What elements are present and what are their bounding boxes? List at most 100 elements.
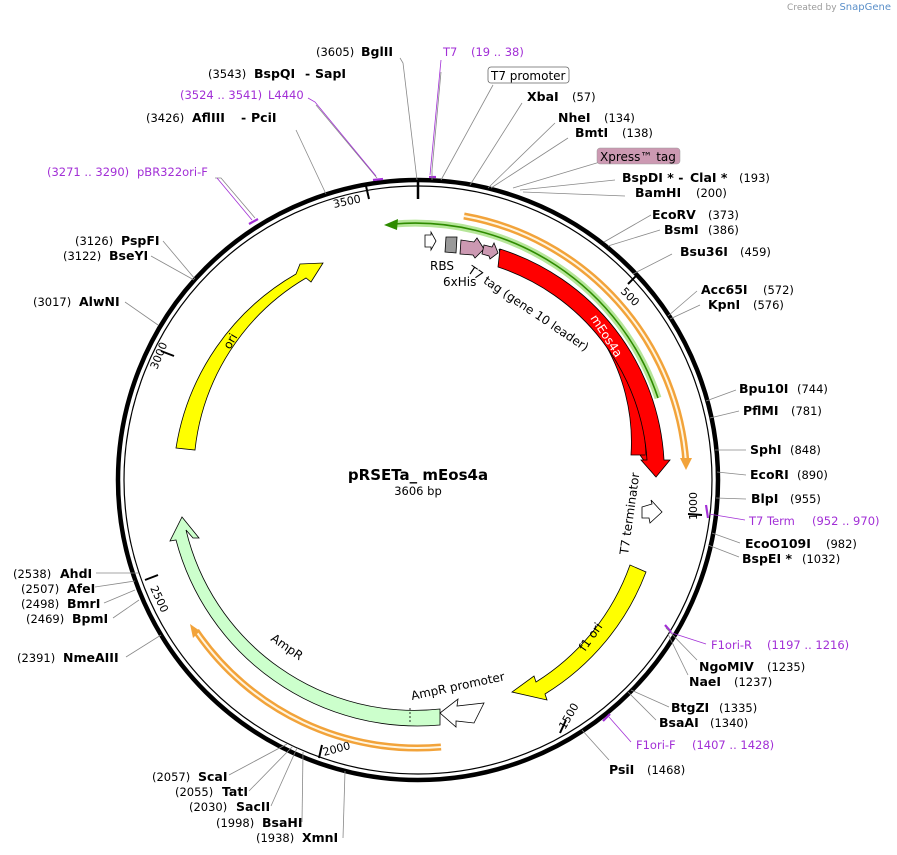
primer-t7-term[interactable]: T7 Term [748,514,795,528]
primer-leader-lines [216,59,746,743]
enzyme-bspdi[interactable]: BspDI * - [622,170,683,185]
feature-ori[interactable] [175,262,324,451]
tick-2500 [144,574,159,581]
enzyme-bmti[interactable]: BmtI [575,125,608,140]
primer-mark-f1ori-f [602,713,611,722]
primer-f1ori-r[interactable]: F1ori-R [711,638,752,652]
enzyme-naei[interactable]: NaeI [689,674,721,689]
enzyme-afei[interactable]: AfeI [67,581,95,596]
enzyme-pos-sphi: (848) [790,443,821,457]
enzyme-pcii[interactable]: PciI [251,110,277,125]
enzyme-pspfi[interactable]: PspFI [121,233,160,248]
callout-t7-promoter-box [487,66,570,84]
enzyme-nmeaiii[interactable]: NmeAIII [63,650,119,665]
primer-l4440-range: (3524 .. 3541) [180,88,262,102]
leader-lines [94,57,747,839]
enzyme-pos-xbai: (57) [572,90,596,104]
enzyme-sapi[interactable]: SapI [315,66,346,81]
enzyme-sacii[interactable]: SacII [236,799,270,814]
enzyme-pos-naei: (1237) [734,675,772,689]
enzyme-blpi[interactable]: BlpI [751,491,778,506]
enzyme-bspei[interactable]: BspEI * [742,551,792,566]
enzyme-bsaai[interactable]: BsaAI [659,715,699,730]
enzyme-clai[interactable]: ClaI * [690,170,728,185]
enzyme-pos-bseyi: (3122) [63,249,101,263]
enzyme-bamhi[interactable]: BamHI [635,185,681,200]
primer-l4440[interactable]: L4440 [268,88,304,102]
enzyme-xmni[interactable]: XmnI [302,830,338,845]
enzyme-pos-acc65i: (572) [763,283,794,297]
enzyme-pos-bsahi: (1998) [216,816,254,830]
credit-prefix: Created by [787,3,837,13]
primer-pbr322-range: (3271 .. 3290) [47,165,129,179]
label-rbs: RBS [430,259,454,273]
tick-500 [627,274,638,285]
enzyme-bsmi[interactable]: BsmI [664,222,699,237]
enzyme-pos-bmri: (2498) [21,597,59,611]
feature-t7-terminator[interactable] [641,499,663,524]
feature-meos4a-body[interactable] [497,248,671,478]
enzyme-clai-name: ClaI [690,170,717,185]
tick-label-1000: 1000 [687,492,700,520]
enzyme-pos-bmti: (138) [622,126,653,140]
feature-ampr[interactable] [169,516,441,727]
enzyme-pos-kpni: (576) [753,298,784,312]
enzyme-xbai[interactable]: XbaI [527,89,559,104]
enzyme-afliii[interactable]: AflIII [192,110,225,125]
feature-f1-ori[interactable] [511,564,647,701]
enzyme-pos-xmni: (1938) [256,831,294,845]
enzyme-pos-bpu10i: (744) [797,382,828,396]
primer-t7[interactable]: T7 [442,45,457,59]
enzyme-scai[interactable]: ScaI [198,769,228,784]
orf-arc-meos4a-arrow [680,458,692,470]
label-6xhis: 6xHis [443,275,476,289]
enzyme-kpni[interactable]: KpnI [708,297,740,312]
enzyme-pos-nhei: (134) [604,111,635,125]
feature-6xhis[interactable] [444,236,458,254]
primer-f1ori-f[interactable]: F1ori-F [636,738,676,752]
enzyme-pos-nmeaiii: (2391) [17,651,55,665]
enzyme-ecoo109i[interactable]: EcoO109I [745,536,811,551]
enzyme-bglii[interactable]: BglII [361,44,393,59]
enzyme-bmri[interactable]: BmrI [67,596,100,611]
feature-t7-tag[interactable] [459,237,485,259]
enzyme-pos-sacii: (2030) [189,800,227,814]
label-ori: ori [220,331,240,352]
orf-arc-green-arrow [384,219,398,230]
feature-ampr-promoter[interactable] [439,698,485,728]
primer-mark-f1ori-r [664,624,672,633]
enzyme-bseyi[interactable]: BseYI [109,248,148,263]
enzyme-pos-pspfi: (3126) [75,234,113,248]
enzyme-ngomiv[interactable]: NgoMIV [699,659,754,674]
enzyme-pos-tati: (2055) [175,785,213,799]
primer-pbr322ori-f[interactable]: pBR322ori-F [137,165,208,179]
enzyme-pos-scai: (2057) [152,770,190,784]
enzyme-ecorv[interactable]: EcoRV [652,207,696,222]
enzyme-bspdi-name: BspDI [622,170,663,185]
enzyme-bpmi[interactable]: BpmI [72,611,108,626]
primer-marks [248,175,710,722]
enzyme-bspqi[interactable]: BspQI [254,66,295,81]
enzyme-acc65i[interactable]: Acc65I [701,282,748,297]
enzyme-bsu36i[interactable]: Bsu36I [680,244,728,259]
enzyme-ahdi[interactable]: AhdI [60,566,92,581]
enzyme-psii[interactable]: PsiI [609,762,634,777]
enzyme-btgzi[interactable]: BtgZI [671,700,709,715]
enzyme-sphi[interactable]: SphI [750,442,782,457]
feature-rbs[interactable] [424,230,437,252]
feature-xpress-tag[interactable] [481,242,499,260]
enzyme-sep-2: - [241,110,246,125]
enzyme-pos-bspei: (1032) [802,552,840,566]
credit-brand: SnapGene [839,2,891,13]
enzyme-tati[interactable]: TatI [222,784,248,799]
enzyme-alwni[interactable]: AlwNI [79,294,120,309]
enzyme-bsahi[interactable]: BsaHI [262,815,303,830]
enzyme-pos-psii: (1468) [647,763,685,777]
enzyme-pflmi[interactable]: PflMI [743,403,779,418]
plasmid-length: 3606 bp [394,484,442,498]
enzyme-bpu10i[interactable]: Bpu10I [739,381,788,396]
orf-arc-ampr-inner [195,630,442,750]
enzyme-ecori[interactable]: EcoRI [750,467,789,482]
enzyme-nhei[interactable]: NheI [558,110,591,125]
